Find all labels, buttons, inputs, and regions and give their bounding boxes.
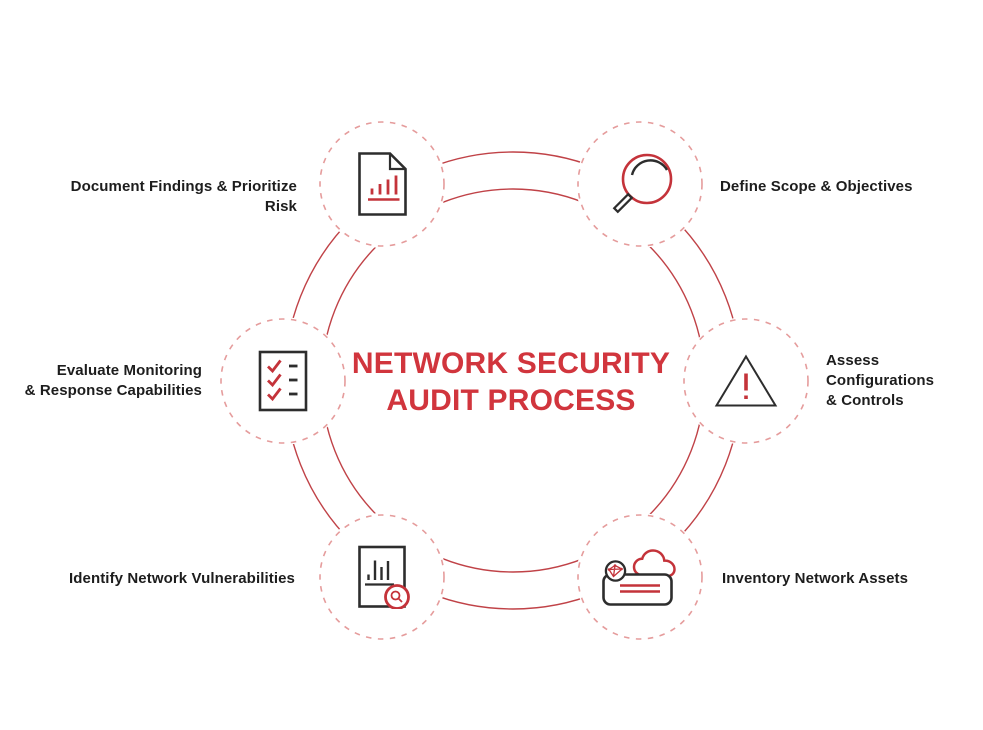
cloud-outline <box>632 549 676 578</box>
document-scan-icon <box>358 545 410 610</box>
step-label-inventory-assets: Inventory Network Assets <box>722 570 909 587</box>
step-icon-assess-configurations <box>713 353 779 414</box>
step-label-identify-vulnerabilities: Identify Network Vulnerabilities <box>68 570 295 587</box>
lens-ring <box>621 153 673 205</box>
scan-magnifier-badge <box>384 584 410 610</box>
document-chart-icon <box>358 152 407 216</box>
node-circle-top-right <box>577 121 703 247</box>
step-icon-define-scope <box>606 152 674 221</box>
node-circles <box>220 121 809 640</box>
cloud-server-network-icon <box>602 549 676 606</box>
server-lines <box>620 584 660 593</box>
step-label-evaluate-monitoring: Evaluate Monitoring & Response Capabilit… <box>24 362 202 399</box>
step-label-assess-configurations: Assess Configurations & Controls <box>826 352 935 409</box>
bar-chart-glyph <box>365 560 394 586</box>
lens-highlight-arc <box>630 159 669 176</box>
magnifier-icon <box>612 153 673 214</box>
server-box <box>602 573 673 606</box>
node-circle-bottom-left <box>319 514 445 640</box>
bar-chart-glyph <box>368 175 400 201</box>
diagram-title: NETWORK SECURITY AUDIT PROCESS <box>351 347 671 417</box>
network-globe <box>604 560 627 582</box>
step-icon-identify-vulnerabilities <box>357 545 411 614</box>
ring-inner-arc <box>320 188 706 573</box>
node-circle-top-left <box>319 121 445 247</box>
document-outline <box>358 152 407 216</box>
warning-triangle-icon <box>714 354 778 407</box>
triangle-outline <box>714 354 778 407</box>
node-circle-right <box>683 318 809 444</box>
step-label-define-scope: Define Scope & Objectives <box>720 178 913 195</box>
step-label-document-findings: Document Findings & Prioritize Risk <box>70 178 297 215</box>
checklist-icon <box>258 350 308 412</box>
node-circle-bottom-right <box>577 514 703 640</box>
checkmarks <box>267 359 282 402</box>
step-icon-evaluate-monitoring <box>258 350 308 417</box>
magnifier-handle <box>612 192 634 214</box>
checklist-card <box>258 350 308 412</box>
step-icon-inventory-assets <box>600 548 678 611</box>
document-outline <box>358 545 406 608</box>
step-icon-document-findings <box>356 151 408 222</box>
node-circle-left <box>220 318 346 444</box>
list-dashes <box>289 364 298 396</box>
